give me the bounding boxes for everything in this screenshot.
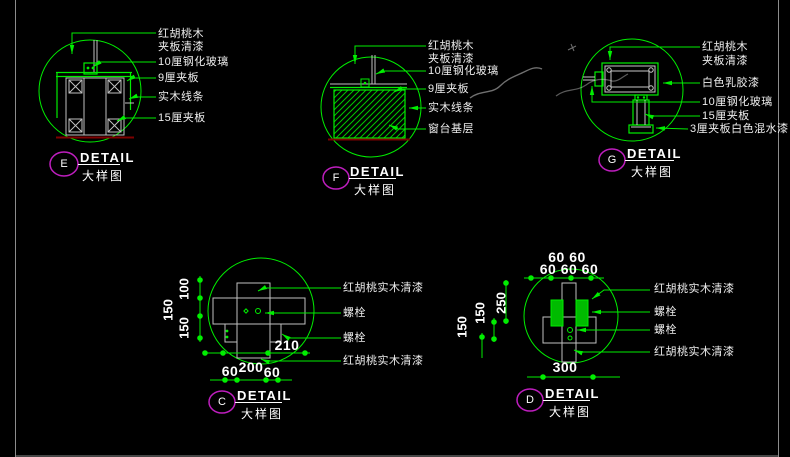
f-subtitle: 大样图	[354, 183, 397, 197]
e-marker-letter: E	[60, 158, 68, 170]
d-label-wood-top: 红胡桃实木清漆	[654, 283, 735, 295]
c-label-wood-bottom: 红胡桃实木清漆	[343, 355, 424, 367]
c-dim-60b: 60	[263, 364, 281, 380]
g-marker-letter: G	[607, 154, 617, 166]
c-label-bolt-2: 螺栓	[343, 332, 366, 344]
detail-f-drawing	[320, 45, 426, 158]
drawing-area-border	[15, 0, 779, 457]
f-marker-letter: F	[332, 172, 340, 184]
d-dim-150b: 150	[454, 316, 470, 338]
f-label-glass: 10厘钢化玻璃	[428, 65, 499, 77]
smudge-artifact	[469, 43, 629, 99]
f-label-wood-1: 红胡桃木	[428, 40, 474, 52]
g-label-wood-1: 红胡桃木	[702, 41, 748, 53]
c-marker-letter: C	[218, 396, 226, 408]
c-dim-210: 210	[274, 337, 300, 353]
d-dim-60-60-60: 60 60 60	[539, 261, 599, 277]
c-dim-150b: 150	[176, 317, 192, 339]
g-title: DETAIL	[627, 146, 682, 161]
detail-g-drawing	[580, 38, 700, 142]
e-label-glass: 10厘钢化玻璃	[158, 56, 229, 68]
f-label-trim: 实木线条	[428, 102, 474, 114]
c-dim-200: 200	[238, 359, 264, 375]
detail-c-drawing	[197, 257, 341, 383]
d-dim-60-60: 60 60	[548, 249, 586, 265]
detail-d-drawing	[479, 268, 650, 380]
c-dim-100: 100	[176, 278, 192, 300]
e-label-trim: 实木线条	[158, 91, 204, 103]
e-title: DETAIL	[80, 150, 135, 165]
g-label-ply15: 15厘夹板	[702, 110, 750, 122]
g-label-latex: 白色乳胶漆	[702, 77, 760, 89]
d-dim-250: 250	[493, 292, 509, 314]
c-title: DETAIL	[237, 388, 292, 403]
d-label-bolt-1: 螺栓	[654, 306, 677, 318]
c-label-wood-top: 红胡桃实木清漆	[343, 282, 424, 294]
e-label-wood-1: 红胡桃木	[158, 28, 204, 40]
d-subtitle: 大样图	[549, 405, 592, 419]
c-dim-60a: 60	[221, 363, 239, 379]
f-title: DETAIL	[350, 164, 405, 179]
c-subtitle: 大样图	[241, 407, 284, 421]
g-label-wood-2: 夹板清漆	[702, 55, 748, 67]
d-label-bolt-2: 螺栓	[654, 324, 677, 336]
c-dim-150a: 150	[160, 299, 176, 321]
g-subtitle: 大样图	[631, 165, 674, 179]
detail-markers	[49, 148, 674, 414]
f-label-wood-2: 夹板清漆	[428, 53, 474, 65]
f-label-ply9: 9厘夹板	[428, 83, 470, 95]
f-label-sill: 窗台基层	[428, 123, 474, 135]
d-label-wood-bottom: 红胡桃实木清漆	[654, 346, 735, 358]
g-label-ply3: 3厘夹板白色混水漆	[690, 123, 789, 135]
d-marker-letter: D	[526, 394, 534, 406]
d-dim-300: 300	[552, 359, 578, 375]
g-label-glass: 10厘钢化玻璃	[702, 96, 773, 108]
e-label-wood-2: 夹板清漆	[158, 41, 204, 53]
e-label-ply9: 9厘夹板	[158, 72, 200, 84]
d-title: DETAIL	[545, 386, 600, 401]
c-label-bolt-1: 螺栓	[343, 307, 366, 319]
e-subtitle: 大样图	[82, 169, 125, 183]
detail-e-drawing	[38, 32, 156, 143]
e-label-ply15: 15厘夹板	[158, 112, 206, 124]
d-dim-150a: 150	[472, 302, 488, 324]
